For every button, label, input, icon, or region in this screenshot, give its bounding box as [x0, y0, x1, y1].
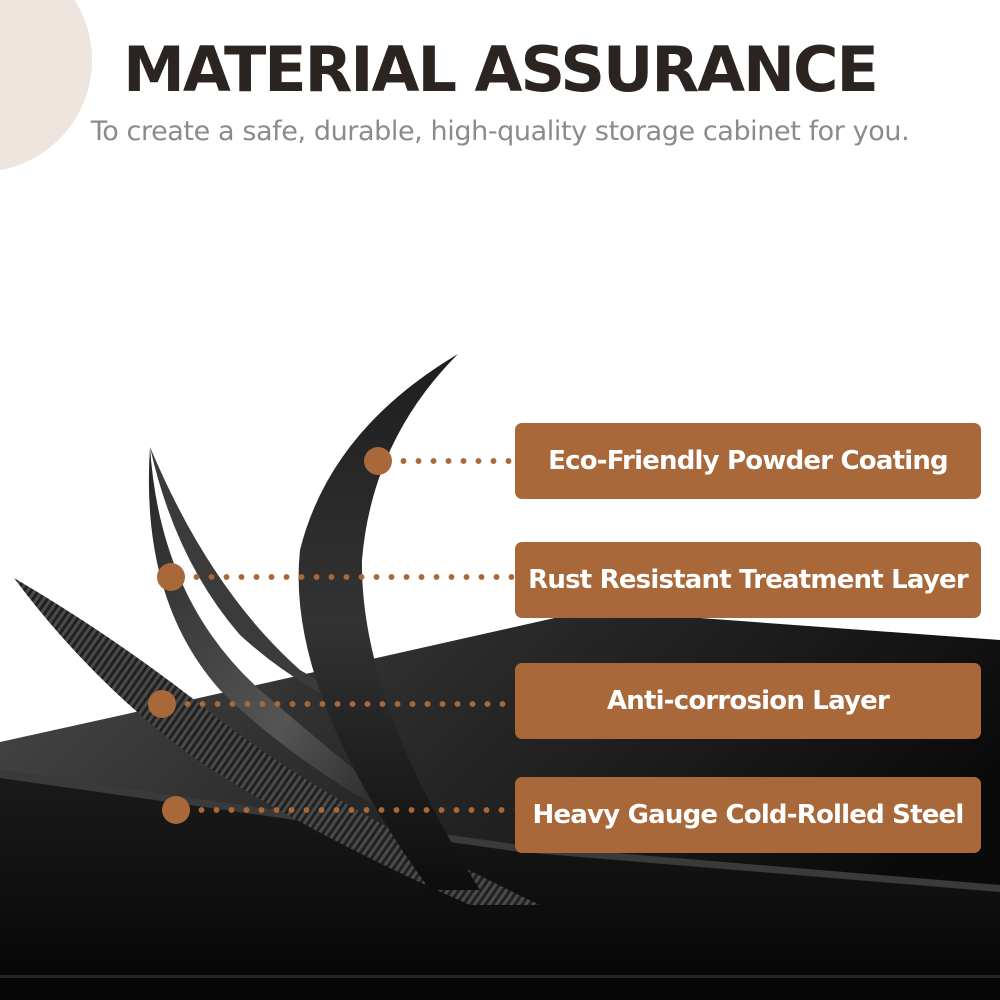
- callout-dot-2: [157, 563, 185, 591]
- callout-dot-3: [148, 690, 176, 718]
- layer-label-1: Eco-Friendly Powder Coating: [515, 423, 981, 499]
- anti-corrosion-sheet: [148, 447, 430, 830]
- decor-circle: [0, 0, 92, 171]
- callout-leader-1: [396, 458, 514, 464]
- page-title-text: MATERIAL ASSURANCE: [123, 33, 879, 106]
- callout-leader-4: [194, 807, 514, 813]
- callout-leader-3: [180, 701, 514, 707]
- page-title: MATERIAL ASSURANCE: [0, 34, 1000, 106]
- cabinet-edge-highlight: [0, 770, 1000, 892]
- layer-label-2-text: Rust Resistant Treatment Layer: [528, 565, 969, 595]
- textured-steel-sheet: [14, 578, 540, 905]
- layer-label-2: Rust Resistant Treatment Layer: [515, 542, 981, 618]
- page-subtitle-text: To create a safe, durable, high-quality …: [90, 116, 910, 147]
- layer-label-1-text: Eco-Friendly Powder Coating: [548, 446, 949, 476]
- page-subtitle: To create a safe, durable, high-quality …: [0, 112, 1000, 152]
- cabinet-drawer-seam: [0, 975, 1000, 978]
- callout-leader-2: [189, 574, 514, 580]
- layer-label-4: Heavy Gauge Cold-Rolled Steel: [515, 777, 981, 853]
- callout-dot-4: [162, 796, 190, 824]
- layer-label-4-text: Heavy Gauge Cold-Rolled Steel: [532, 800, 965, 830]
- powder-coating-sheet: [298, 354, 480, 890]
- layer-label-3: Anti-corrosion Layer: [515, 663, 981, 739]
- callout-dot-1: [364, 447, 392, 475]
- cabinet-front-panel: [0, 770, 1000, 1000]
- layer-label-3-text: Anti-corrosion Layer: [606, 686, 890, 716]
